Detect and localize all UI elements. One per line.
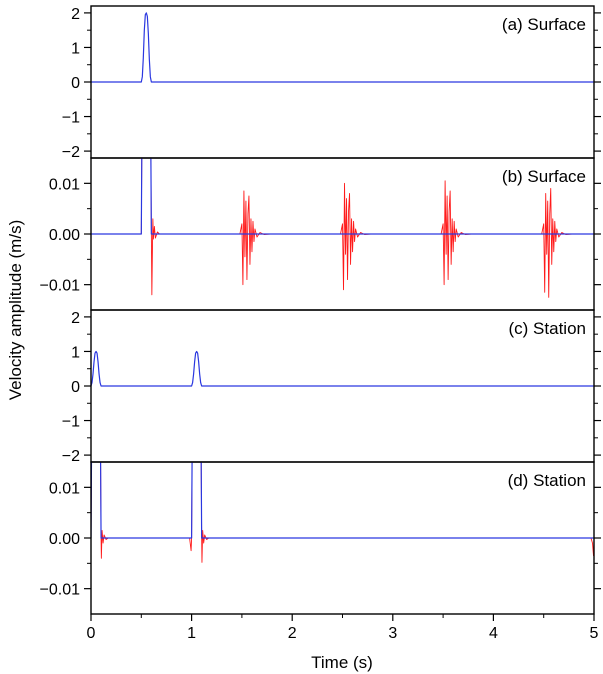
x-tick-label: 5 [590, 625, 599, 642]
panel-c-y-tick-label: 0 [71, 379, 80, 396]
panel-d-label: (d) Station [508, 471, 586, 490]
panel-a-y-tick-label: −2 [62, 144, 80, 161]
panel-a-y-tick-label: 0 [71, 75, 80, 92]
panel-b-label: (b) Surface [502, 167, 586, 186]
panel-a-y-tick-label: 1 [71, 40, 80, 57]
panel-c-series [91, 350, 594, 387]
panel-d-series [91, 462, 594, 563]
panel-c: 2 1 0 −1 −2 (c) Station [62, 309, 601, 465]
panel-c-y-tick-label: 2 [71, 310, 80, 327]
panel-a-y-tick-label: 2 [71, 6, 80, 23]
panel-d-series-blue [91, 462, 594, 539]
panel-d-y-axis: 0.01 0.00 −0.01 [40, 480, 601, 599]
x-tick-label: 3 [388, 625, 397, 642]
panel-a-series [91, 12, 594, 83]
panel-a-y-tick-label: −1 [62, 110, 80, 127]
panel-d-y-tick-label: 0.01 [49, 480, 80, 497]
panel-b-y-tick-label: −0.01 [40, 278, 81, 295]
panel-b-series-blue [91, 158, 594, 235]
panel-b-y-tick-label: 0.00 [49, 227, 80, 244]
panel-b-y-tick-label: 0.01 [49, 176, 80, 193]
panel-c-y-tick-label: −1 [62, 414, 80, 431]
x-tick-label: 2 [288, 625, 297, 642]
panel-b-series-red [91, 158, 594, 298]
panel-c-label: (c) Station [509, 319, 586, 338]
x-tick-label: 1 [187, 625, 196, 642]
x-tick-label: 4 [489, 625, 498, 642]
panel-b: 0.01 0.00 −0.01 (b) Surface [40, 157, 601, 311]
panel-c-y-axis: 2 1 0 −1 −2 [62, 310, 601, 465]
x-tick-label: 0 [87, 625, 96, 642]
panel-d-y-tick-label: −0.01 [40, 582, 81, 599]
panel-c-series-blue [91, 350, 594, 387]
x-axis: 0 1 2 3 4 5 [87, 614, 599, 642]
panel-a-series-blue [91, 12, 594, 83]
y-axis-label: Velocity amplitude (m/s) [6, 220, 25, 400]
panel-d-y-tick-label: 0.00 [49, 531, 80, 548]
panel-a-y-axis: 2 1 0 −1 −2 [62, 6, 601, 161]
panel-c-y-tick-label: −2 [62, 448, 80, 465]
panel-a-label: (a) Surface [502, 15, 586, 34]
panel-d: 0.01 0.00 −0.01 (d) Station [40, 461, 601, 615]
panel-a: 2 1 0 −1 −2 (a) Surface [62, 5, 601, 161]
panel-c-y-tick-label: 1 [71, 344, 80, 361]
panel-b-y-axis: 0.01 0.00 −0.01 [40, 176, 601, 295]
panel-b-series [91, 158, 594, 298]
x-axis-label: Time (s) [311, 653, 373, 672]
